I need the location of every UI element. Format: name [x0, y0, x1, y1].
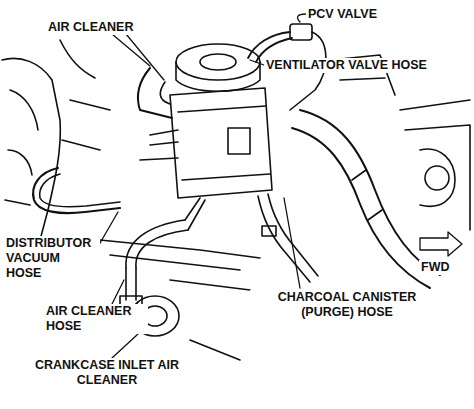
direction-label: FWD	[419, 260, 451, 275]
part-label: CRANKCASE INLET AIR CLEANER	[30, 358, 184, 388]
part-label: AIR CLEANER HOSE	[44, 304, 148, 334]
part-label: CHARCOAL CANISTER (PURGE) HOSE	[250, 290, 444, 320]
part-label: VENTILATOR VALVE HOSE	[264, 58, 429, 73]
part-label: PCV VALVE	[306, 7, 379, 22]
part-label: AIR CLEANER	[46, 20, 135, 35]
part-label: DISTRIBUTOR VACUUM HOSE	[4, 236, 100, 281]
